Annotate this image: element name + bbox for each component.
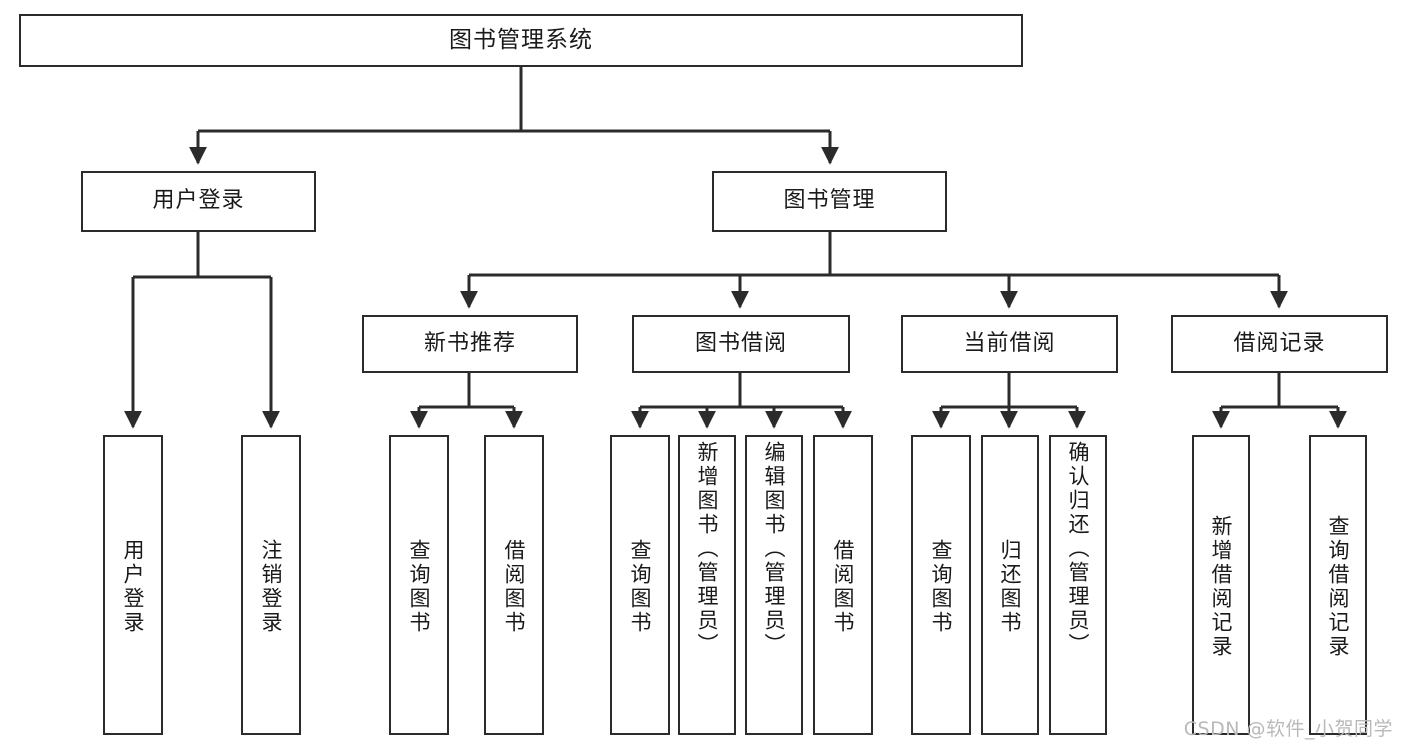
leaf-label: 新增借阅记录: [1209, 515, 1234, 659]
node-label: 用户登录: [152, 188, 245, 214]
leaf-label: 编辑图书（管理员）: [762, 441, 787, 657]
leaf-borrow-edit-book-admin[interactable]: 编辑图书（管理员）: [745, 435, 803, 735]
leaf-label: 查询图书: [407, 539, 432, 635]
leaf-label: 借阅图书: [831, 539, 856, 635]
node-label: 新书推荐: [423, 330, 516, 356]
leaf-label: 查询借阅记录: [1326, 515, 1351, 659]
node-root-system[interactable]: 图书管理系统: [19, 14, 1023, 67]
node-label: 图书管理系统: [449, 26, 593, 53]
leaf-borrow-add-book-admin[interactable]: 新增图书（管理员）: [678, 435, 736, 735]
leaf-label: 查询图书: [929, 539, 954, 635]
leaf-record-query-record[interactable]: 查询借阅记录: [1309, 435, 1367, 735]
leaf-label: 用户登录: [121, 539, 146, 635]
leaf-label: 注销登录: [259, 539, 284, 635]
leaf-label: 确认归还（管理员）: [1066, 441, 1091, 657]
leaf-record-add-record[interactable]: 新增借阅记录: [1192, 435, 1250, 735]
leaf-label: 借阅图书: [502, 539, 527, 635]
node-label: 图书管理: [783, 188, 876, 214]
watermark-text: CSDN @软件_小贺同学: [1183, 718, 1393, 740]
node-current-borrow[interactable]: 当前借阅: [901, 315, 1118, 373]
leaf-newbook-query-book[interactable]: 查询图书: [389, 435, 449, 735]
node-label: 借阅记录: [1233, 330, 1326, 356]
node-label: 图书借阅: [694, 330, 787, 356]
leaf-user-login[interactable]: 用户登录: [103, 435, 163, 735]
leaf-label: 查询图书: [628, 539, 653, 635]
node-borrow-record[interactable]: 借阅记录: [1171, 315, 1388, 373]
leaf-borrow-borrow-book[interactable]: 借阅图书: [813, 435, 873, 735]
node-new-book-recommend[interactable]: 新书推荐: [362, 315, 578, 373]
leaf-newbook-borrow-book[interactable]: 借阅图书: [484, 435, 544, 735]
node-book-borrow[interactable]: 图书借阅: [632, 315, 850, 373]
leaf-current-query-book[interactable]: 查询图书: [911, 435, 971, 735]
leaf-user-logout[interactable]: 注销登录: [241, 435, 301, 735]
node-book-management[interactable]: 图书管理: [712, 171, 947, 232]
leaf-current-confirm-return-admin[interactable]: 确认归还（管理员）: [1049, 435, 1107, 735]
leaf-label: 归还图书: [998, 539, 1023, 635]
leaf-label: 新增图书（管理员）: [695, 441, 720, 657]
node-label: 当前借阅: [963, 330, 1056, 356]
leaf-current-return-book[interactable]: 归还图书: [981, 435, 1039, 735]
leaf-borrow-query-book[interactable]: 查询图书: [610, 435, 670, 735]
node-user-login[interactable]: 用户登录: [81, 171, 316, 232]
